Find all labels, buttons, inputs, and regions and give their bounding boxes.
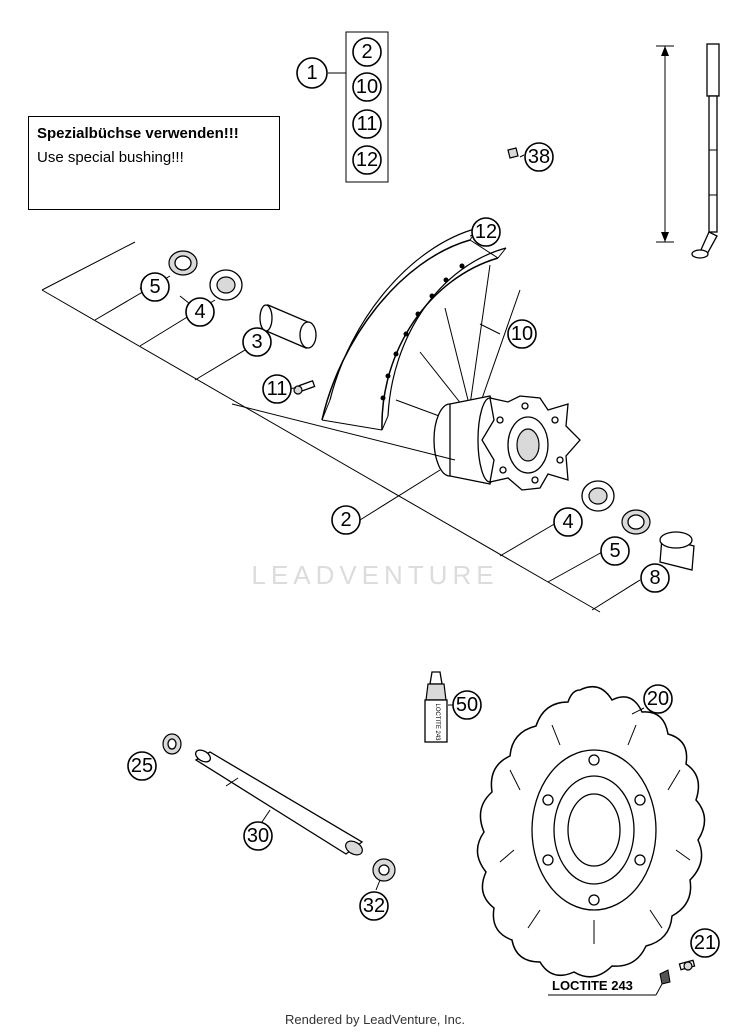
axle (194, 749, 364, 856)
axle-nut (162, 733, 182, 755)
svg-text:1: 1 (306, 62, 317, 84)
svg-text:12: 12 (475, 221, 497, 243)
callout-8: 8 (640, 563, 670, 593)
callout-30: 30 (243, 821, 273, 851)
callout-10: 10 (507, 319, 537, 349)
callout-25: 25 (127, 751, 157, 781)
svg-text:25: 25 (131, 755, 153, 777)
callout-11-kit: 11 (352, 109, 382, 139)
callout-4-left: 4 (185, 297, 215, 327)
brake-disc (476, 685, 706, 978)
svg-text:11: 11 (267, 378, 288, 400)
disc-bolt (548, 959, 696, 996)
nipple-part (507, 147, 519, 159)
bolt-11 (293, 379, 316, 395)
callout-2: 2 (331, 505, 361, 535)
hub-part (433, 395, 581, 491)
svg-text:8: 8 (649, 567, 660, 589)
svg-text:12: 12 (356, 149, 378, 171)
tube-label: LOCTITE 243 (434, 703, 440, 741)
svg-text:11: 11 (357, 113, 378, 135)
svg-text:2: 2 (340, 509, 351, 531)
svg-text:30: 30 (247, 825, 269, 847)
callout-5-left: 5 (140, 272, 170, 302)
loctite-tube: LOCTITE 243 (424, 671, 454, 743)
watermark: LEADVENTURE (251, 560, 499, 590)
bearing-4-left (209, 269, 243, 301)
svg-text:20: 20 (647, 688, 669, 710)
note-english-text: Use special bushing!!! (37, 149, 184, 166)
callout-2-kit: 2 (352, 37, 382, 67)
rim-part (321, 227, 507, 431)
svg-text:10: 10 (511, 323, 533, 345)
callout-10-kit: 10 (352, 72, 382, 102)
bearing-5-left (168, 250, 198, 276)
svg-text:10: 10 (356, 76, 378, 98)
loctite-label: LOCTITE 243 (552, 978, 633, 993)
callout-5-right: 5 (600, 536, 630, 566)
special-bushing-note: Spezialbüchse verwenden!!! Use special b… (28, 116, 280, 210)
callout-50: 50 (452, 690, 482, 720)
callout-3: 3 (242, 327, 272, 357)
spoke-part (656, 43, 720, 259)
bearing-5-right (621, 509, 651, 535)
callout-38: 38 (524, 142, 554, 172)
svg-text:4: 4 (194, 301, 205, 323)
note-german-text: Spezialbüchse verwenden!!! (37, 125, 239, 142)
svg-text:38: 38 (528, 146, 550, 168)
spacer-3 (259, 304, 317, 349)
footer-credit: Rendered by LeadVenture, Inc. (285, 1012, 465, 1027)
svg-text:21: 21 (694, 932, 716, 954)
callout-21: 21 (690, 928, 720, 958)
bushing-8 (659, 531, 695, 571)
callout-12: 12 (471, 217, 501, 247)
svg-text:5: 5 (609, 540, 620, 562)
svg-text:32: 32 (363, 895, 385, 917)
svg-text:50: 50 (456, 694, 478, 716)
spokes-part (395, 264, 521, 421)
callout-1: 1 (296, 57, 328, 89)
callout-20: 20 (643, 684, 673, 714)
svg-text:5: 5 (149, 276, 160, 298)
callout-4-right: 4 (553, 507, 583, 537)
bearing-4-right (581, 480, 615, 512)
svg-text:2: 2 (361, 41, 372, 63)
leader-lines (41, 154, 641, 613)
callout-11: 11 (262, 374, 292, 404)
callout-12-kit: 12 (352, 145, 382, 175)
callout-32: 32 (359, 891, 389, 921)
svg-text:3: 3 (251, 331, 262, 353)
axle-bolt (372, 858, 396, 891)
svg-text:4: 4 (562, 511, 573, 533)
